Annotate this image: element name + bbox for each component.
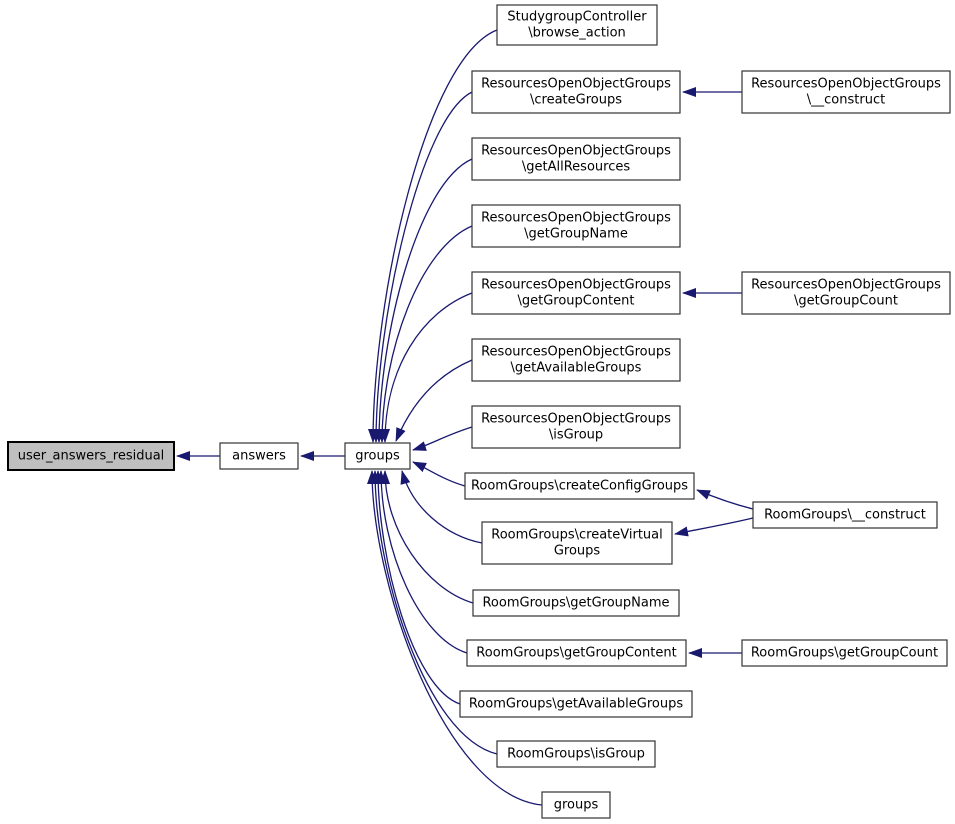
node-box <box>344 442 411 470</box>
node-label: \getGroupCount <box>794 294 898 309</box>
edge-roog_create_groups-to-groups_hub <box>371 91 473 443</box>
node-label: \getAllResources <box>522 160 630 175</box>
node-box <box>471 271 681 315</box>
node-label: \createGroups <box>530 93 622 108</box>
node-box <box>471 405 681 449</box>
node-label: ResourcesOpenObjectGroups <box>481 345 671 360</box>
edge-rg_is_group-to-groups_hub <box>370 470 498 755</box>
node-label: RoomGroups\getGroupContent <box>476 646 676 661</box>
node-label: RoomGroups\createVirtual <box>491 528 663 543</box>
node-groups_hub[interactable]: groups <box>344 442 411 470</box>
node-roog_create_groups[interactable]: ResourcesOpenObjectGroups\createGroups <box>471 70 681 114</box>
node-label: groups <box>554 798 599 813</box>
edge-roog_get_group_name-to-groups_hub <box>377 225 473 443</box>
node-rg_is_group[interactable]: RoomGroups\isGroup <box>496 740 656 768</box>
edge-roog_get_available_groups-to-groups_hub <box>395 359 473 442</box>
node-roog_is_group[interactable]: ResourcesOpenObjectGroups\isGroup <box>471 405 681 449</box>
node-label: Groups <box>554 544 601 559</box>
edge-rg_create_config_groups-to-groups_hub <box>412 461 466 487</box>
edge-roog_get_group_content-to-groups_hub <box>380 292 473 443</box>
node-label: \getGroupContent <box>517 294 634 309</box>
node-rg_get_group_count[interactable]: RoomGroups\getGroupCount <box>741 639 948 667</box>
node-roog_get_group_count[interactable]: ResourcesOpenObjectGroups\getGroupCount <box>741 271 951 315</box>
node-box <box>471 70 681 114</box>
node-label: answers <box>232 449 286 464</box>
node-box <box>496 740 656 768</box>
node-box <box>752 501 938 529</box>
node-box <box>466 639 687 667</box>
node-label: \browse_action <box>528 26 626 41</box>
node-box <box>741 70 951 114</box>
node-label: ResourcesOpenObjectGroups <box>481 144 671 159</box>
node-roog_get_group_name[interactable]: ResourcesOpenObjectGroups\getGroupName <box>471 204 681 248</box>
node-label: ResourcesOpenObjectGroups <box>481 77 671 92</box>
node-box <box>741 639 948 667</box>
edge-rg_construct-to-rg_create_config_groups <box>696 489 754 510</box>
edge-studygroup_browse_action-to-groups_hub <box>368 29 498 443</box>
node-rg_get_group_content[interactable]: RoomGroups\getGroupContent <box>466 639 687 667</box>
edge-rg_get_available_groups-to-groups_hub <box>373 470 461 705</box>
node-rg_create_config_groups[interactable]: RoomGroups\createConfigGroups <box>464 472 695 500</box>
edge-rg_get_group_name-to-groups_hub <box>380 470 474 604</box>
node-groups_fn[interactable]: groups <box>541 791 611 819</box>
edge-roog_get_all_resources-to-groups_hub <box>374 158 473 443</box>
node-box <box>219 442 299 470</box>
edge-rg_create_virtual_groups-to-groups_hub <box>400 470 483 544</box>
node-label: user_answers_residual <box>18 449 165 464</box>
edge-rg_construct-to-rg_create_virtual_groups <box>674 517 754 537</box>
node-answers[interactable]: answers <box>219 442 299 470</box>
node-label: RoomGroups\getGroupName <box>482 596 669 611</box>
node-box <box>459 690 693 718</box>
node-rg_get_group_name[interactable]: RoomGroups\getGroupName <box>472 589 680 617</box>
node-label: RoomGroups\isGroup <box>507 747 645 762</box>
node-rg_construct[interactable]: RoomGroups\__construct <box>752 501 938 529</box>
edge-rg_get_group_content-to-groups_hub <box>376 470 468 654</box>
node-label: groups <box>355 449 400 464</box>
node-label: \isGroup <box>549 428 603 443</box>
node-box <box>472 589 680 617</box>
node-label: StudygroupController <box>507 10 647 25</box>
node-label: RoomGroups\getGroupCount <box>751 646 938 661</box>
node-label: \getAvailableGroups <box>511 361 642 376</box>
node-rg_get_available_groups[interactable]: RoomGroups\getAvailableGroups <box>459 690 693 718</box>
node-box <box>471 137 681 181</box>
edge-roog_is_group-to-groups_hub <box>412 426 473 451</box>
node-roog_get_all_resources[interactable]: ResourcesOpenObjectGroups\getAllResource… <box>471 137 681 181</box>
node-box <box>7 441 175 471</box>
node-box <box>464 472 695 500</box>
node-roog_get_group_content[interactable]: ResourcesOpenObjectGroups\getGroupConten… <box>471 271 681 315</box>
node-label: RoomGroups\createConfigGroups <box>471 479 688 494</box>
node-box <box>496 4 658 46</box>
node-label: ResourcesOpenObjectGroups <box>481 211 671 226</box>
node-user_answers_residual: user_answers_residual <box>7 441 175 471</box>
node-box <box>471 338 681 382</box>
node-box <box>741 271 951 315</box>
node-box <box>471 204 681 248</box>
node-studygroup_browse_action[interactable]: StudygroupController\browse_action <box>496 4 658 46</box>
edge-groups_fn-to-groups_hub <box>367 470 543 806</box>
node-box <box>481 521 673 565</box>
node-label: ResourcesOpenObjectGroups <box>481 278 671 293</box>
node-label: ResourcesOpenObjectGroups <box>481 412 671 427</box>
node-roog_construct[interactable]: ResourcesOpenObjectGroups\__construct <box>741 70 951 114</box>
node-label: RoomGroups\__construct <box>764 508 926 523</box>
node-label: ResourcesOpenObjectGroups <box>751 278 941 293</box>
node-label: ResourcesOpenObjectGroups <box>751 77 941 92</box>
node-roog_get_available_groups[interactable]: ResourcesOpenObjectGroups\getAvailableGr… <box>471 338 681 382</box>
node-label: \getGroupName <box>524 227 628 242</box>
node-box <box>541 791 611 819</box>
node-label: RoomGroups\getAvailableGroups <box>469 697 684 712</box>
node-label: \__construct <box>807 93 885 108</box>
